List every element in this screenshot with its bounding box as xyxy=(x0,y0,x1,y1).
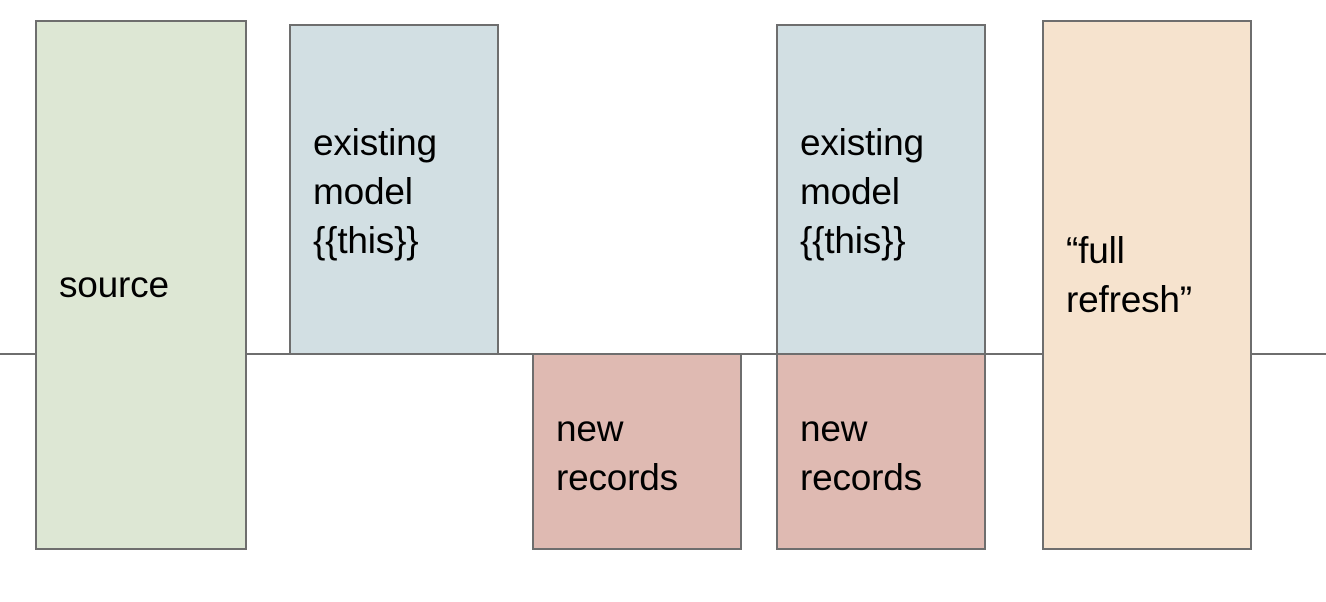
box-source-label: source xyxy=(59,263,169,305)
box-new-records-1[interactable]: new records xyxy=(532,353,742,550)
box-existing-model-1-label: existing model {{this}} xyxy=(313,122,437,261)
box-existing-model-2-label: existing model {{this}} xyxy=(800,122,924,261)
box-full-refresh[interactable]: “full refresh” xyxy=(1042,20,1252,550)
box-new-records-2-label: new records xyxy=(800,408,922,498)
box-new-records-1-label: new records xyxy=(556,408,678,498)
box-new-records-2[interactable]: new records xyxy=(776,353,986,550)
box-existing-model-1[interactable]: existing model {{this}} xyxy=(289,24,499,355)
box-existing-model-2[interactable]: existing model {{this}} xyxy=(776,24,986,355)
box-source[interactable]: source xyxy=(35,20,247,550)
box-full-refresh-label: “full refresh” xyxy=(1066,230,1192,320)
